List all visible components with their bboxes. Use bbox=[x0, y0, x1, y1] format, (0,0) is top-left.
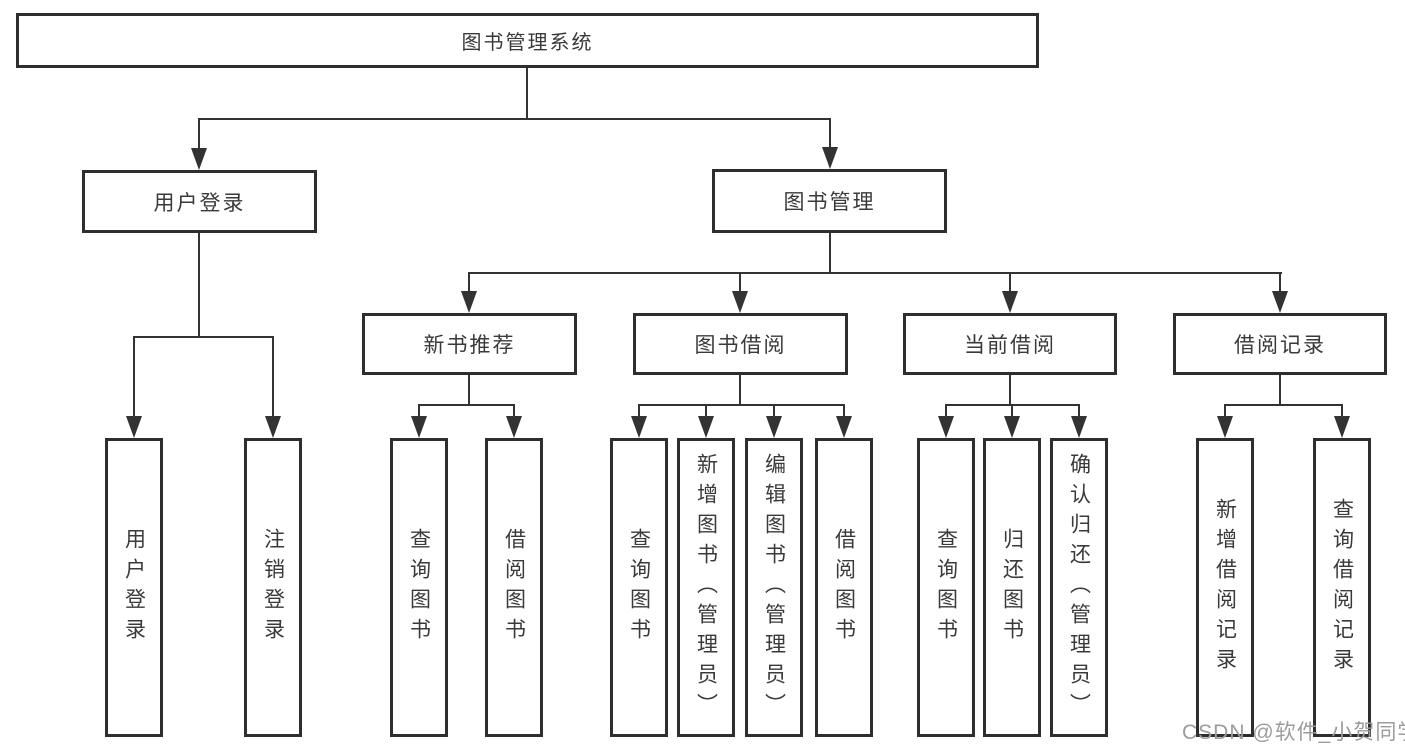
connector-to-leaf-query-recommend bbox=[418, 404, 420, 418]
node-new-book-recommend: 新书推荐 bbox=[362, 313, 577, 375]
connector-borrowing-rail bbox=[638, 404, 845, 406]
arrowhead-current-borrowing bbox=[1002, 291, 1018, 313]
arrowhead-leaf-query-recommend bbox=[411, 416, 427, 438]
arrowhead-leaf-borrow-recommend bbox=[506, 416, 522, 438]
leaf-logout: 注销登录 bbox=[244, 438, 302, 737]
leaf-add-borrow-record-label: 新增借阅记录 bbox=[1213, 497, 1237, 678]
connector-to-leaf-add-record bbox=[1224, 404, 1226, 418]
arrowhead-new-book-recommend bbox=[461, 291, 477, 313]
connector-to-leaf-edit-book bbox=[773, 404, 775, 418]
leaf-query-books-borrowing: 查询图书 bbox=[610, 438, 668, 737]
arrowhead-leaf-logout bbox=[265, 416, 281, 438]
node-new-book-recommend-label: 新书推荐 bbox=[423, 334, 516, 357]
node-book-borrowing-label: 图书借阅 bbox=[694, 334, 787, 357]
leaf-edit-book-admin-label: 编辑图书（管理员） bbox=[762, 452, 786, 723]
arrowhead-book-borrowing bbox=[732, 291, 748, 313]
leaf-user-login-label: 用户登录 bbox=[122, 527, 146, 648]
leaf-borrow-books-recommend-label: 借阅图书 bbox=[502, 527, 526, 648]
leaf-query-books-recommend-label: 查询图书 bbox=[407, 527, 431, 648]
leaf-return-book: 归还图书 bbox=[983, 438, 1041, 737]
leaf-add-book-admin-label: 新增图书（管理员） bbox=[694, 452, 718, 723]
connector-recommend-stub bbox=[468, 375, 470, 406]
connector-user-login-stub bbox=[198, 233, 200, 336]
arrowhead-leaf-add-book bbox=[698, 416, 714, 438]
connector-current-stub bbox=[1009, 375, 1011, 406]
arrowhead-leaf-add-record bbox=[1217, 416, 1233, 438]
leaf-confirm-return-admin-label: 确认归还（管理员） bbox=[1067, 452, 1091, 723]
connector-level2-rail bbox=[199, 118, 831, 120]
leaf-edit-book-admin: 编辑图书（管理员） bbox=[745, 438, 803, 737]
leaf-borrow-books-borrowing-label: 借阅图书 bbox=[832, 527, 856, 648]
connector-root-stub bbox=[526, 68, 528, 118]
arrowhead-leaf-confirm-return bbox=[1071, 416, 1087, 438]
arrowhead-leaf-query-current bbox=[938, 416, 954, 438]
leaf-query-books-current-label: 查询图书 bbox=[934, 527, 958, 648]
leaf-borrow-books-borrowing: 借阅图书 bbox=[815, 438, 873, 737]
arrowhead-user-login bbox=[191, 148, 207, 170]
connector-to-leaf-borrow-book bbox=[843, 404, 845, 418]
arrowhead-leaf-user-login bbox=[126, 416, 142, 438]
node-borrowing-records-label: 借阅记录 bbox=[1234, 334, 1326, 357]
connector-to-leaf-add-book bbox=[705, 404, 707, 418]
node-user-login-label: 用户登录 bbox=[153, 191, 246, 215]
leaf-user-login: 用户登录 bbox=[105, 438, 163, 737]
leaf-add-book-admin: 新增图书（管理员） bbox=[677, 438, 735, 737]
connector-recommend-rail bbox=[418, 404, 515, 406]
connector-borrowing-stub bbox=[739, 375, 741, 406]
connector-level3-rail bbox=[468, 272, 1282, 274]
node-library-system: 图书管理系统 bbox=[16, 13, 1039, 68]
node-borrowing-records: 借阅记录 bbox=[1173, 313, 1387, 375]
connector-to-leaf-query-current bbox=[945, 404, 947, 418]
arrowhead-leaf-query-borrowing bbox=[631, 416, 647, 438]
leaf-borrow-books-recommend: 借阅图书 bbox=[485, 438, 543, 737]
leaf-query-borrow-record: 查询借阅记录 bbox=[1313, 438, 1371, 737]
arrowhead-borrowing-records bbox=[1272, 291, 1288, 313]
connector-to-current-borrowing bbox=[1009, 272, 1011, 293]
node-user-login: 用户登录 bbox=[82, 170, 317, 233]
connector-to-user-login bbox=[198, 118, 200, 150]
node-book-management-label: 图书管理 bbox=[783, 191, 876, 214]
connector-to-leaf-query-record bbox=[1341, 404, 1343, 418]
leaf-add-borrow-record: 新增借阅记录 bbox=[1196, 438, 1254, 737]
connector-to-leaf-confirm-return bbox=[1078, 404, 1080, 418]
leaf-query-books-borrowing-label: 查询图书 bbox=[627, 527, 651, 648]
leaf-query-books-recommend: 查询图书 bbox=[390, 438, 448, 737]
node-library-system-label: 图书管理系统 bbox=[461, 32, 594, 54]
leaf-confirm-return-admin: 确认归还（管理员） bbox=[1050, 438, 1108, 737]
arrowhead-leaf-return-book bbox=[1004, 416, 1020, 438]
leaf-query-books-current: 查询图书 bbox=[917, 438, 975, 737]
node-current-borrowing: 当前借阅 bbox=[903, 313, 1117, 375]
connector-to-book-management bbox=[829, 118, 831, 149]
connector-records-stub bbox=[1279, 375, 1281, 406]
arrowhead-leaf-borrow-book bbox=[836, 416, 852, 438]
connector-to-leaf-logout bbox=[272, 336, 274, 418]
csdn-watermark: CSDN @软件_小贺同学 bbox=[1182, 721, 1405, 744]
node-book-borrowing: 图书借阅 bbox=[633, 313, 848, 375]
connector-to-borrowing-records bbox=[1279, 272, 1281, 293]
arrowhead-book-management bbox=[822, 147, 838, 169]
connector-to-leaf-borrow-recommend bbox=[513, 404, 515, 418]
arrowhead-leaf-query-record bbox=[1334, 416, 1350, 438]
node-current-borrowing-label: 当前借阅 bbox=[964, 334, 1056, 357]
leaf-return-book-label: 归还图书 bbox=[1000, 527, 1024, 648]
connector-to-leaf-return-book bbox=[1011, 404, 1013, 418]
connector-to-new-book-recommend bbox=[468, 272, 470, 293]
connector-records-rail bbox=[1224, 404, 1343, 406]
connector-to-leaf-query-borrowing bbox=[638, 404, 640, 418]
connector-to-leaf-user-login bbox=[133, 336, 135, 418]
leaf-query-borrow-record-label: 查询借阅记录 bbox=[1330, 497, 1354, 678]
node-book-management: 图书管理 bbox=[712, 169, 947, 233]
connector-book-management-stub bbox=[829, 233, 831, 274]
connector-user-login-rail bbox=[133, 336, 274, 338]
connector-to-book-borrowing bbox=[739, 272, 741, 293]
leaf-logout-label: 注销登录 bbox=[261, 527, 285, 648]
arrowhead-leaf-edit-book bbox=[766, 416, 782, 438]
